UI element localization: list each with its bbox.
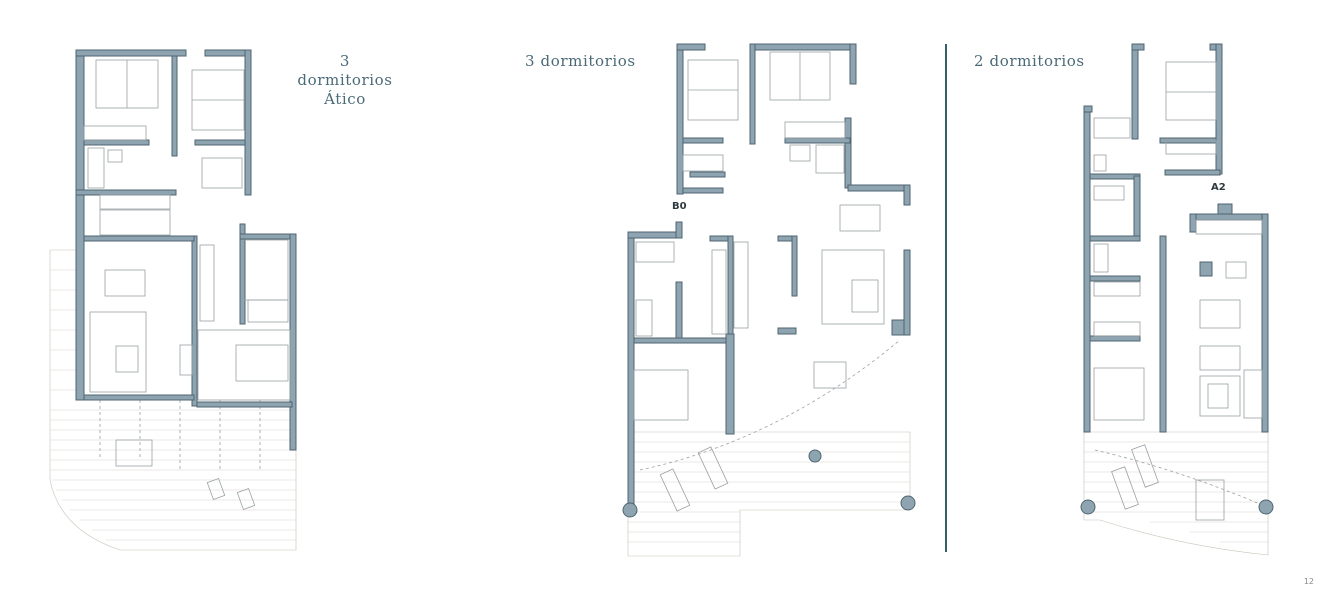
plan-1-floorplan [49, 49, 297, 551]
plan-2-title: 3 dormitorios [525, 52, 636, 70]
page-number: 12 [1303, 577, 1314, 586]
plan-3-unit-code: A2 [1211, 182, 1226, 193]
plan-1-title-line2: Ático [324, 90, 366, 108]
plan-2-floorplan [622, 43, 916, 557]
plan-divider [945, 44, 947, 552]
plan-3-title: 2 dormitorios [974, 52, 1085, 70]
plan-1-title-line1: 3 dormitorios [297, 52, 393, 89]
plan-1-title: 3 dormitorios Ático [290, 52, 400, 109]
plan-2-unit-code: B0 [672, 201, 687, 212]
plan-3-floorplan [1080, 43, 1274, 556]
